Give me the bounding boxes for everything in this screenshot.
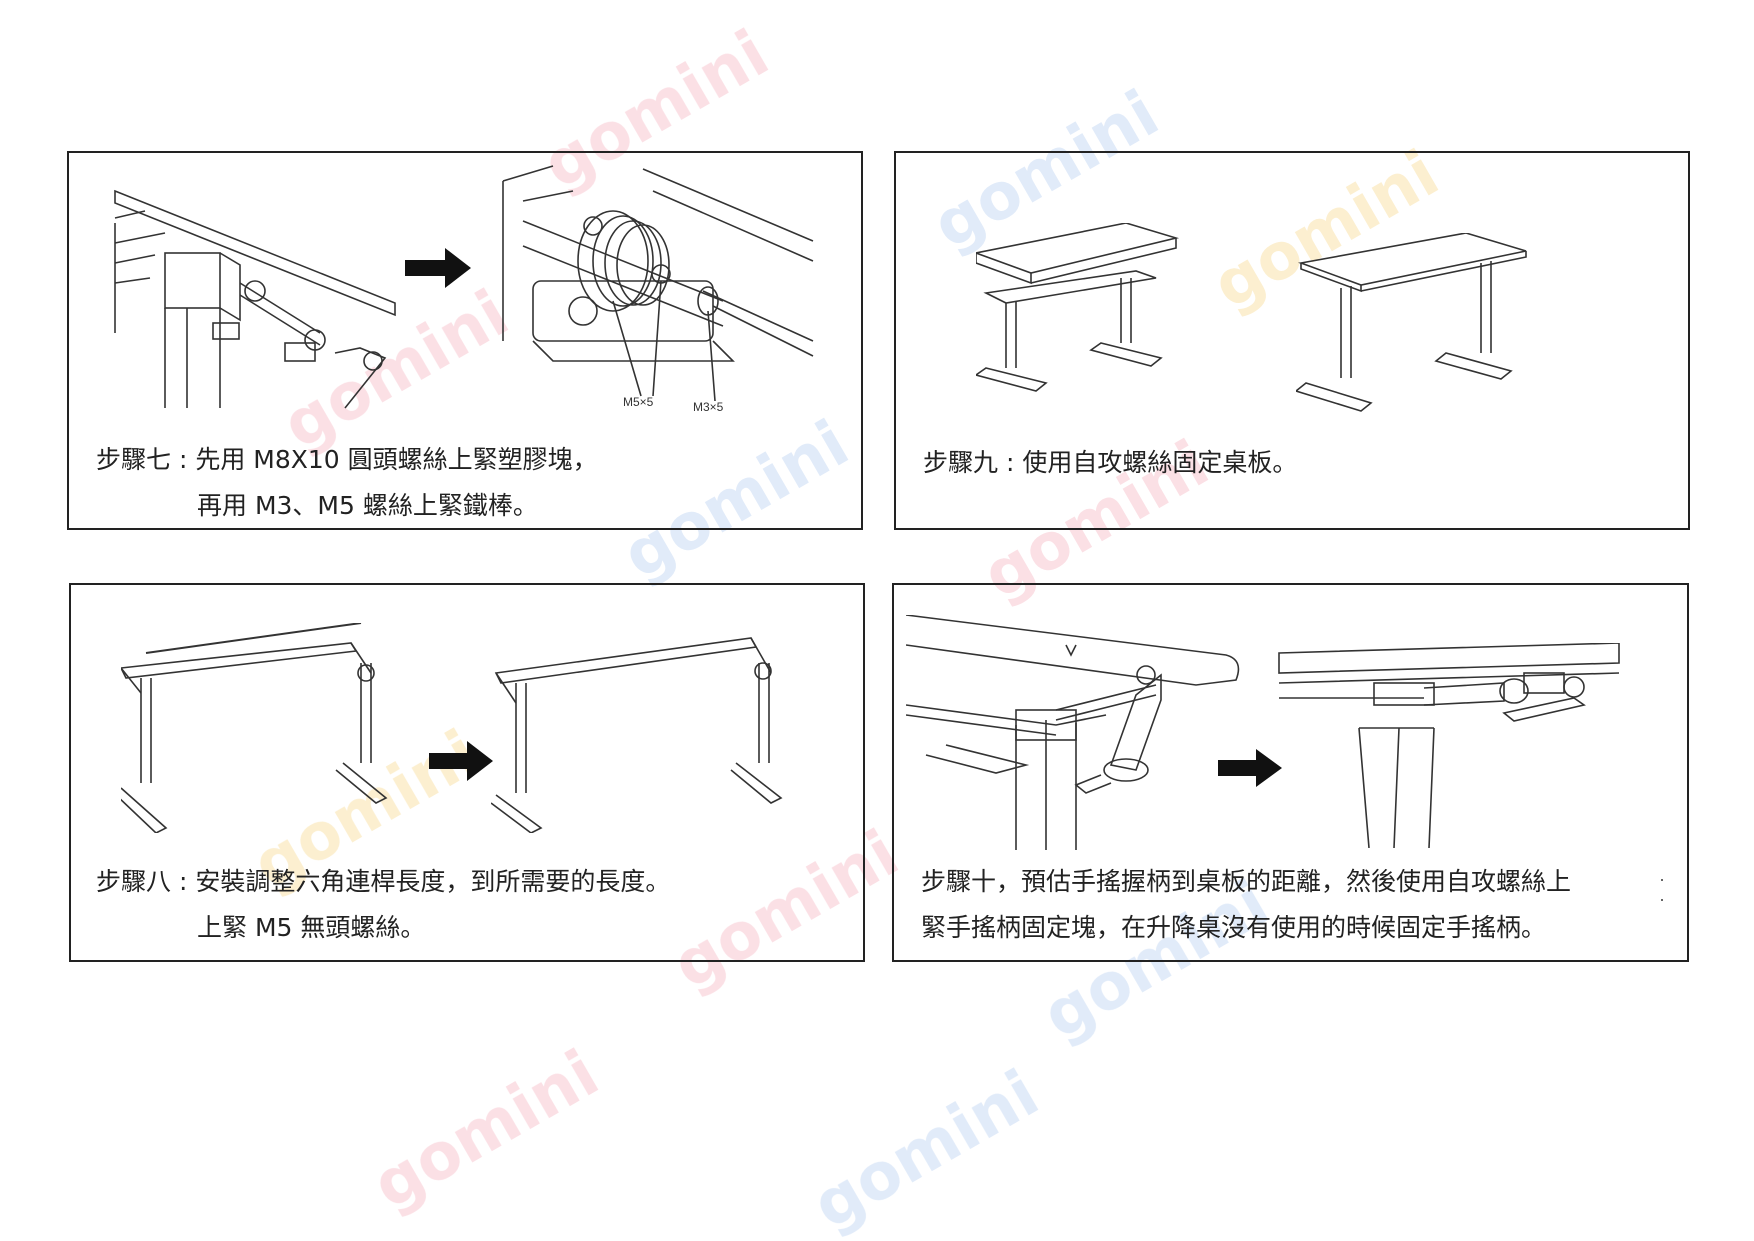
step10-after-illustration (1278, 643, 1620, 848)
edge-mark (1661, 879, 1663, 881)
step7-line1: 先用 M8X10 圓頭螺絲上緊塑膠塊， (195, 445, 598, 474)
step10-panel: 步驟十，預估手搖握柄到桌板的距離，然後使用自攻螺絲上 緊手搖柄固定塊，在升降桌沒… (892, 583, 1689, 962)
step8-caption: 步驟八 : 安裝調整六角連桿長度，到所需要的長度。 上緊 M5 無頭螺絲。 (96, 859, 670, 951)
step7-caption: 步驟七 : 先用 M8X10 圓頭螺絲上緊塑膠塊， 再用 M3、M5 螺絲上緊鐵… (96, 437, 598, 529)
step7-after-illustration: M5×5 M3×5 (502, 165, 814, 411)
step10-caption: 步驟十，預估手搖握柄到桌板的距離，然後使用自攻螺絲上 緊手搖柄固定塊，在升降桌沒… (921, 859, 1571, 951)
m5-label: M5×5 (623, 395, 654, 409)
step10-line1: 步驟十，預估手搖握柄到桌板的距離，然後使用自攻螺絲上 (921, 867, 1572, 896)
arrow-right-icon (429, 741, 493, 781)
step7-panel: M5×5 M3×5 步驟七 : 先用 M8X10 圓頭螺絲上緊塑膠塊， 再用 M… (67, 151, 863, 530)
arrow-right-icon (405, 248, 471, 288)
step8-after-illustration (491, 637, 783, 833)
step7-line2: 再用 M3、M5 螺絲上緊鐵棒。 (197, 491, 538, 520)
step10-before-illustration (906, 615, 1240, 850)
step8-line1: 安裝調整六角連桿長度，到所需要的長度。 (195, 867, 671, 896)
m3-label: M3×5 (693, 400, 724, 411)
step9-assembled-desk-illustration (1296, 233, 1527, 412)
step8-prefix: 步驟八 : (96, 867, 188, 896)
step8-before-illustration (121, 623, 388, 833)
step8-panel: 步驟八 : 安裝調整六角連桿長度，到所需要的長度。 上緊 M5 無頭螺絲。 (69, 583, 865, 962)
watermark-text: gomini (801, 1057, 1051, 1241)
step8-line2: 上緊 M5 無頭螺絲。 (197, 913, 426, 942)
step9-exploded-desk-illustration (976, 223, 1180, 392)
step10-line2: 緊手搖柄固定塊，在升降桌沒有使用的時候固定手搖柄。 (921, 913, 1547, 942)
arrow-right-icon (1218, 749, 1282, 787)
watermark-text: gomini (361, 1037, 611, 1224)
step7-before-illustration (114, 189, 396, 409)
step9-prefix: 步驟九 : (923, 448, 1015, 477)
step9-line1: 使用自攻螺絲固定桌板。 (1022, 448, 1298, 477)
edge-mark (1661, 899, 1663, 901)
step7-prefix: 步驟七 : (96, 445, 188, 474)
step9-panel: 步驟九 : 使用自攻螺絲固定桌板。 (894, 151, 1690, 530)
step9-caption: 步驟九 : 使用自攻螺絲固定桌板。 (923, 440, 1297, 486)
